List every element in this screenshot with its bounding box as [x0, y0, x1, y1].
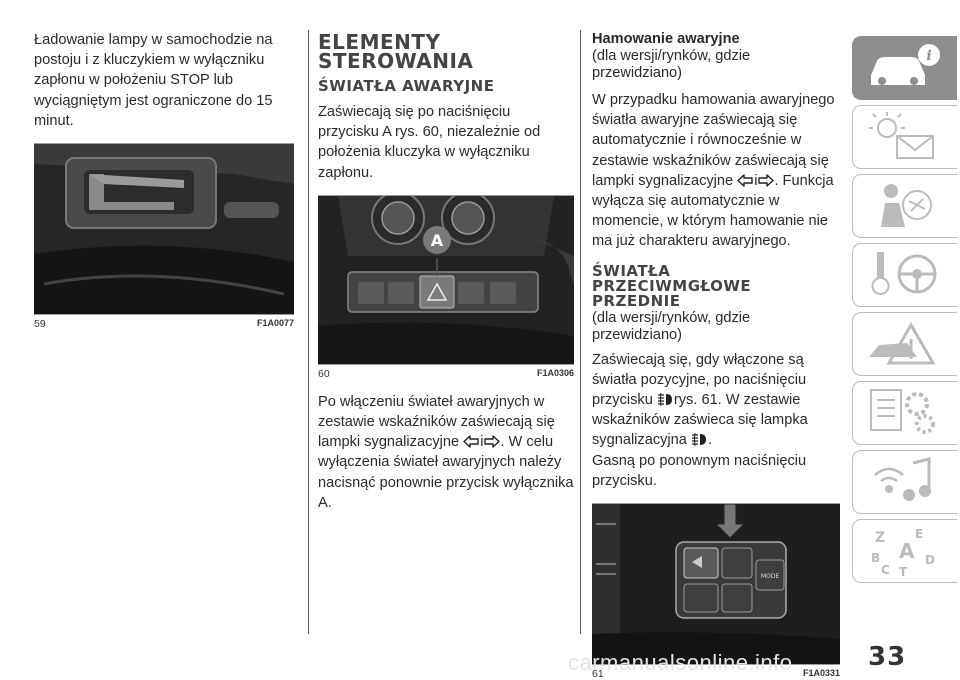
- intro-paragraph: Ładowanie lampy w samochodzie na postoju…: [34, 32, 273, 129]
- figure-59: [34, 143, 294, 316]
- fog-lights-note: (dla wersji/rynków, gdzie przewidziano): [592, 309, 751, 343]
- figure-number: 61: [592, 668, 604, 680]
- maintenance-gear-icon: [870, 389, 935, 434]
- tab-index[interactable]: Z E A B D C T: [852, 519, 957, 583]
- multimedia-icon: [874, 457, 931, 501]
- figure-code: F1A0331: [802, 668, 840, 679]
- steering-key-icon: [871, 252, 937, 295]
- svg-text:C: C: [881, 563, 890, 576]
- section-title: ELEMENTY STEROWANIA: [318, 30, 474, 73]
- figure-60: A: [318, 194, 574, 365]
- figure-60-caption: 60 F1A0306: [318, 368, 574, 380]
- warning-light-icon: [869, 112, 934, 159]
- subsection-title: ŚWIATŁA AWARYJNE: [318, 77, 495, 95]
- airbag-person-icon: [881, 184, 932, 227]
- hazard-paragraph-1: Zaświecają się po naciśnięciu przycisku …: [318, 104, 541, 181]
- car-info-icon: i: [871, 44, 940, 85]
- index-letters-icon: Z E A B D C T: [871, 527, 935, 576]
- column-divider: [580, 30, 581, 634]
- watermark: carmanualsonline.info: [568, 650, 793, 675]
- figure-61-caption: 61 F1A0331: [592, 668, 840, 680]
- svg-text:E: E: [915, 527, 923, 541]
- figure-number: 59: [34, 318, 46, 331]
- figure-61: MODE: [592, 503, 840, 666]
- tab-safety[interactable]: [852, 174, 957, 238]
- front-fog-light-icon: [657, 392, 672, 407]
- hazard-paragraph-2: Po włączeniu świateł awaryjnych w zestaw…: [318, 393, 574, 511]
- tab-warning-lights[interactable]: [852, 105, 957, 169]
- column-1: Ładowanie lampy w samochodzie na postoju…: [34, 0, 294, 330]
- turn-left-arrow-icon: [737, 174, 753, 187]
- mode-button-label: MODE: [761, 573, 780, 580]
- front-fog-light-icon: [691, 433, 706, 447]
- figure-code: F1A0306: [536, 367, 574, 378]
- tab-car-info[interactable]: i: [852, 36, 957, 100]
- page-number: 33: [868, 642, 907, 672]
- fog-lights-heading: ŚWIATŁA PRZECIWMGŁOWE PRZEDNIE: [592, 261, 752, 310]
- figure-59-caption: 59 F1A0077: [34, 318, 294, 330]
- chapter-tabs: i: [852, 36, 960, 588]
- figure-label-a: A: [431, 231, 444, 250]
- emergency-braking-heading: Hamowanie awaryjne: [592, 31, 740, 47]
- emergency-braking-paragraph: W przypadku hamowania awaryjnego światła…: [592, 92, 835, 250]
- road-warning-icon: [869, 322, 936, 365]
- column-2: ELEMENTY STEROWANIA ŚWIATŁA AWARYJNE Zaś…: [318, 0, 574, 513]
- svg-text:B: B: [871, 551, 880, 565]
- svg-text:i: i: [926, 48, 931, 64]
- tab-driving[interactable]: [852, 243, 957, 307]
- tab-multimedia[interactable]: [852, 450, 957, 514]
- turn-left-arrow-icon: [463, 435, 479, 448]
- svg-text:A: A: [899, 539, 915, 563]
- tab-emergency[interactable]: [852, 312, 957, 376]
- figure-number: 60: [318, 367, 330, 380]
- turn-right-arrow-icon: [758, 174, 775, 187]
- svg-text:Z: Z: [875, 530, 885, 546]
- figure-code: F1A0077: [256, 318, 294, 329]
- fog-lights-paragraph: Zaświecają się, gdy włączone są światła …: [592, 351, 808, 489]
- svg-text:T: T: [899, 565, 908, 576]
- column-3: Hamowanie awaryjne (dla wersji/rynków, g…: [592, 0, 840, 680]
- turn-right-arrow-icon: [484, 435, 501, 448]
- emergency-braking-note: (dla wersji/rynków, gdzie przewidziano): [592, 48, 751, 81]
- svg-text:D: D: [925, 553, 935, 567]
- column-divider: [308, 30, 309, 634]
- tab-maintenance[interactable]: [852, 381, 957, 445]
